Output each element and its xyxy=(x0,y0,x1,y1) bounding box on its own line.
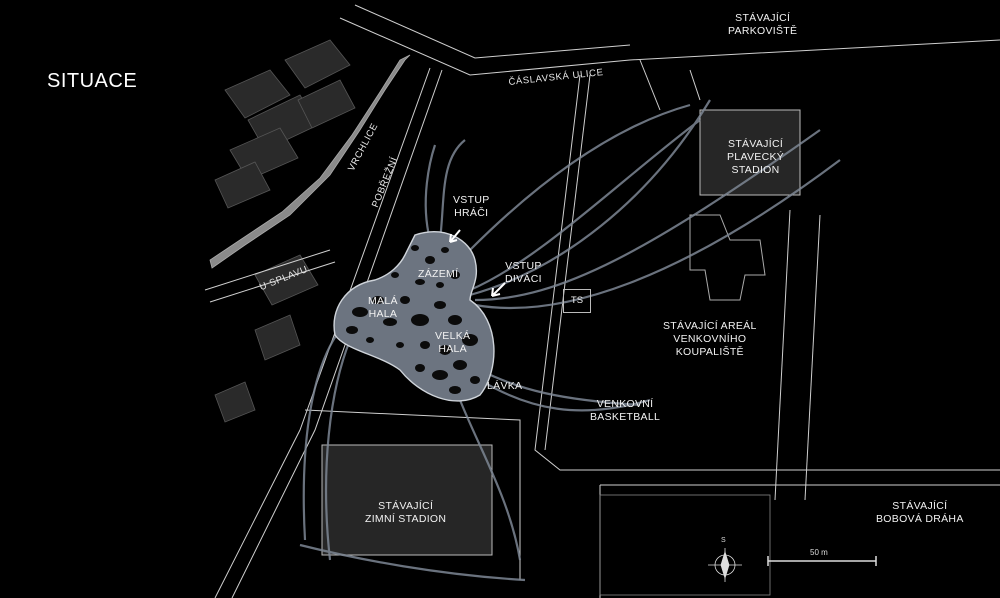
river-vrchlice xyxy=(209,54,411,269)
koupaliste-outline xyxy=(689,214,766,301)
north-arrow-icon xyxy=(708,548,742,582)
page-title: SITUACE xyxy=(47,70,138,92)
organic-paths xyxy=(299,99,841,582)
basketball-court xyxy=(599,494,771,596)
existing-buildings xyxy=(214,39,356,423)
north-arrow-label: S xyxy=(721,537,726,544)
scale-label: 50 m xyxy=(810,548,828,557)
label-lavka: LÁVKA xyxy=(487,380,523,392)
transformer-station: TS xyxy=(563,289,591,313)
arena-structure xyxy=(333,231,495,402)
label-zazemi: ZÁZEMÍ xyxy=(418,268,459,280)
roads xyxy=(204,4,1000,598)
entry-arrows xyxy=(449,229,506,297)
plavecky-stadion-footprint xyxy=(699,109,801,196)
zimni-stadion-footprint xyxy=(321,444,493,556)
scale-bar xyxy=(767,556,877,566)
